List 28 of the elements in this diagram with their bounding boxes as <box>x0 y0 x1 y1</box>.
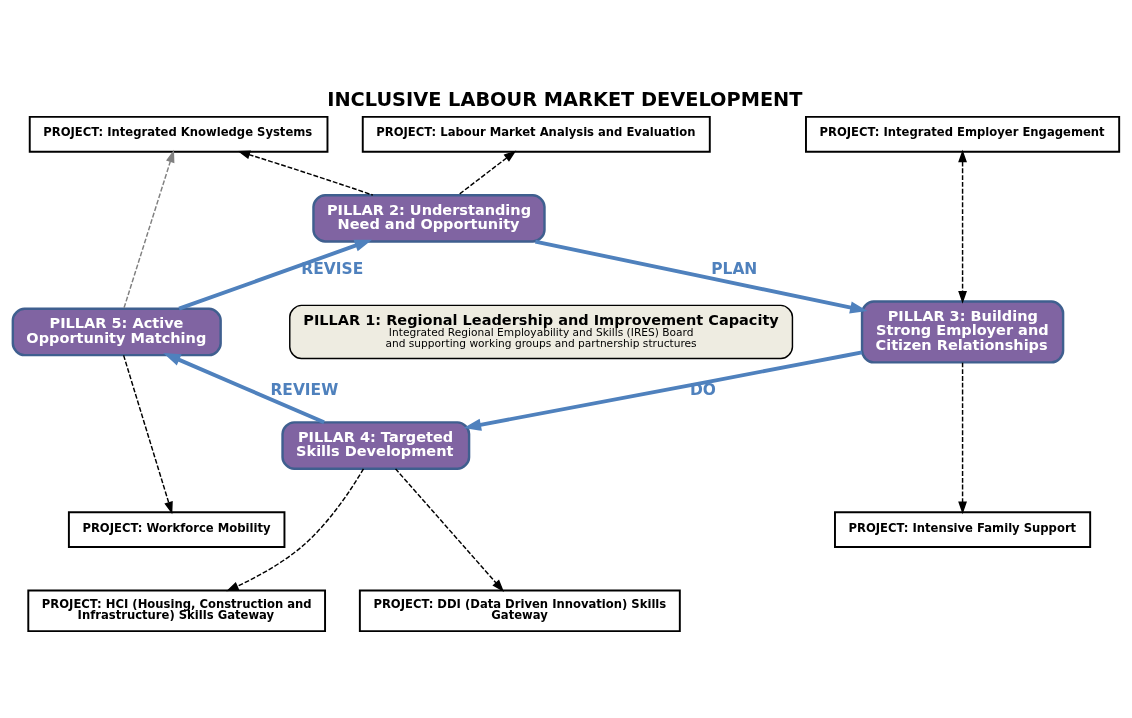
arrow <box>163 352 325 424</box>
arrow <box>958 361 967 514</box>
arrow <box>226 467 365 591</box>
node-box: PILLAR 5: Active Opportunity Matching <box>11 307 222 356</box>
node-box: PROJECT: Integrated Employer Engagement <box>805 115 1121 153</box>
node-box: PROJECT: Intensive Family Support <box>834 510 1092 548</box>
arrow <box>394 467 505 592</box>
node-box: PROJECT: DDI (Data Driven Innovation) Skills Gateway <box>358 589 681 632</box>
node-box: PROJECT: Workforce Mobility <box>67 510 286 548</box>
arrow <box>958 149 967 304</box>
arrow <box>457 150 517 196</box>
arrow <box>123 149 175 309</box>
node-box: PROJECT: Labour Market Analysis and Evaluation <box>361 115 711 153</box>
node-box: PILLAR 2: Understanding Need and Opportunity <box>312 193 546 243</box>
arrow <box>463 350 863 431</box>
edge-label: REVIEW <box>270 380 339 399</box>
node-box: PROJECT: Integrated Knowledge Systems <box>28 115 329 153</box>
arrow <box>122 354 173 514</box>
edge-label: PLAN <box>711 259 758 278</box>
arrow <box>237 150 374 196</box>
node-box: PILLAR 3: Building Strong Employer and Citizen Relationships <box>860 299 1065 364</box>
node-box: PILLAR 1: Regional Leadership and Improvement Capacity Integrated Regional Employability and Skills (IRES) Board and supporting working groups and partnership structures <box>289 304 794 359</box>
edge-label: REVISE <box>301 259 364 278</box>
node-box: PROJECT: HCI (Housing, Construction and Infrastructure) Skills Gateway <box>27 589 327 632</box>
arrow <box>178 239 373 310</box>
diagram-title: INCLUSIVE LABOUR MARKET DEVELOPMENT <box>327 87 803 111</box>
node-box: PILLAR 4: Targeted Skills Development <box>281 420 471 470</box>
arrow <box>534 239 868 313</box>
